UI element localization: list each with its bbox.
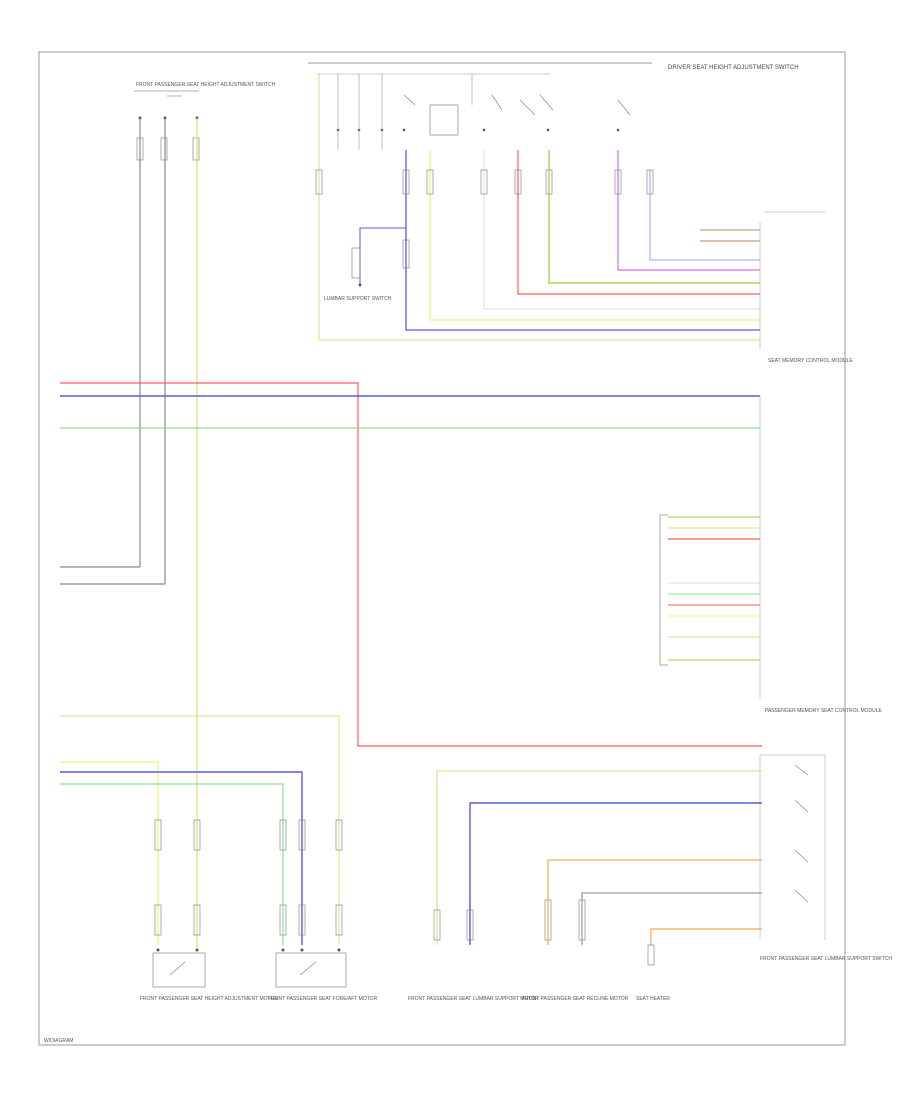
- wire-olive-harness: [548, 150, 760, 284]
- svg-text:DRIVER SEAT HEIGHT ADJUSTMENT: DRIVER SEAT HEIGHT ADJUSTMENT SWITCH: [668, 65, 799, 71]
- svg-text:FRONT PASSENGER SEAT LUMBAR SU: FRONT PASSENGER SEAT LUMBAR SUPPORT SWIT…: [760, 956, 892, 962]
- svg-text:FRONT PASSENGER SEAT LUMBAR SU: FRONT PASSENGER SEAT LUMBAR SUPPORT MOTO…: [408, 996, 539, 1002]
- bottom-component-1: [152, 948, 206, 988]
- wire-orange-heater: [650, 928, 762, 945]
- wire-red-harness: [517, 150, 760, 295]
- svg-text:SEAT HEATER: SEAT HEATER: [636, 996, 670, 1002]
- wire-gray-br: [581, 892, 762, 945]
- top-left-switch: [134, 90, 200, 161]
- wire-blue-br: [469, 802, 762, 945]
- wire-lightblue-harness: [649, 170, 760, 261]
- wire-yellow-harness: [429, 150, 760, 321]
- svg-text:LUMBAR SUPPORT SWITCH: LUMBAR SUPPORT SWITCH: [324, 296, 392, 302]
- wire-red: [60, 382, 762, 747]
- svg-text:SEAT MEMORY CONTROL MODULE: SEAT MEMORY CONTROL MODULE: [768, 358, 853, 364]
- right-connector-strip: [759, 211, 826, 940]
- wire-yellow-br: [436, 770, 762, 945]
- wire-blue-b1: [60, 771, 303, 945]
- top-center-switch: [308, 62, 652, 150]
- wire-white-harness: [483, 150, 760, 310]
- page-border: [38, 51, 846, 1046]
- right-switches: [794, 764, 809, 903]
- mid-right-connector: [659, 514, 760, 666]
- lumbar-switch: LUMBAR SUPPORT SWITCH: [324, 227, 406, 302]
- wire-blue-harness: [405, 150, 760, 331]
- svg-text:FRONT PASSENGER SEAT HEIGHT AD: FRONT PASSENGER SEAT HEIGHT ADJUSTMENT M…: [140, 996, 278, 1002]
- wire-orange-br: [547, 859, 762, 945]
- wire-tan-mid: [60, 715, 340, 945]
- wire-green-b1: [60, 783, 284, 945]
- svg-text:FRONT PASSENGER SEAT HEIGHT AD: FRONT PASSENGER SEAT HEIGHT ADJUSTMENT S…: [136, 82, 276, 88]
- svg-text:FRONT PASSENGER SEAT FORE/AFT: FRONT PASSENGER SEAT FORE/AFT MOTOR: [268, 996, 378, 1002]
- bottom-connectors: [154, 819, 655, 966]
- bottom-component-2: [275, 948, 347, 988]
- wire-violet-harness: [617, 150, 760, 271]
- svg-text:W/DIAGRAM: W/DIAGRAM: [44, 1038, 73, 1044]
- wire-yellow-b1: [60, 761, 159, 945]
- svg-text:FRONT PASSENGER SEAT RECLINE M: FRONT PASSENGER SEAT RECLINE MOTOR: [522, 996, 629, 1002]
- svg-text:PASSENGER MEMORY SEAT CONTROL: PASSENGER MEMORY SEAT CONTROL MODULE: [765, 708, 883, 714]
- connector-marks-top: [315, 169, 654, 269]
- wire-tan-harness: [318, 74, 760, 341]
